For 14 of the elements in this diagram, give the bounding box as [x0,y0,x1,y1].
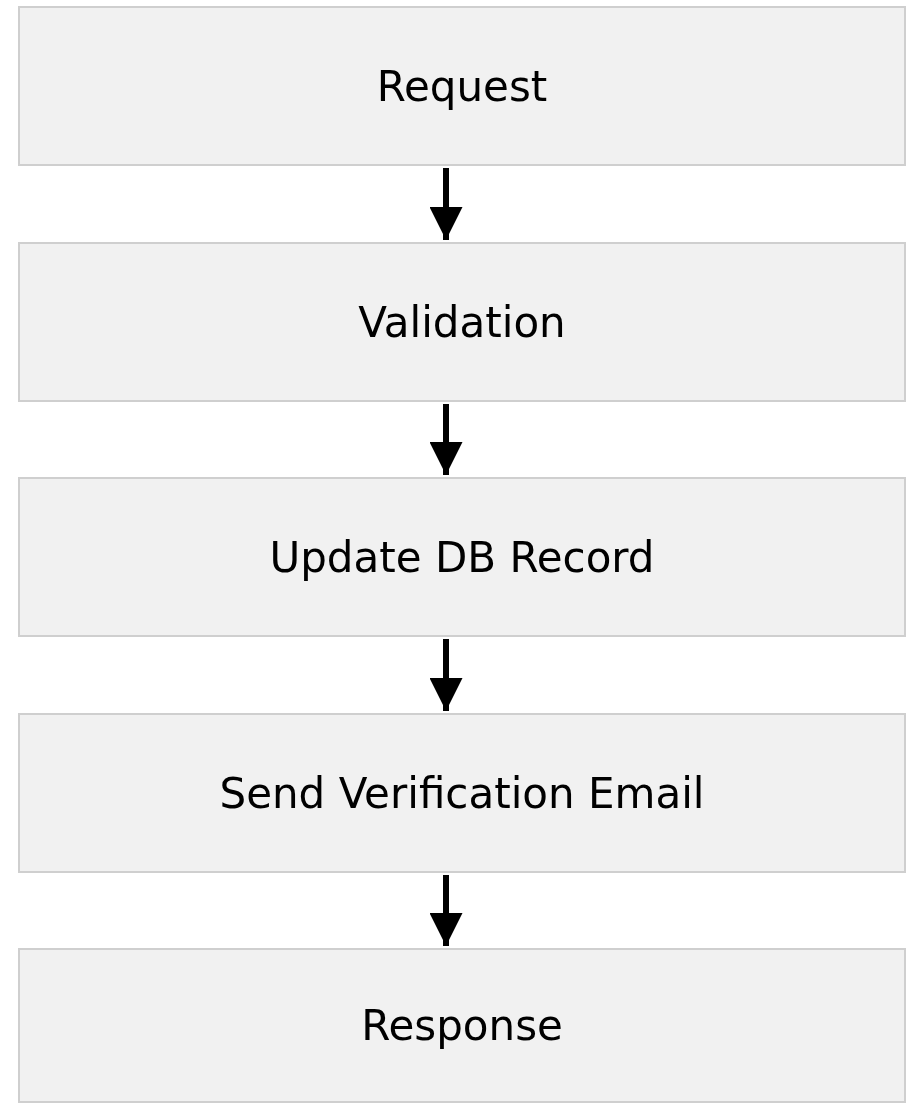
process-box [18,6,906,166]
process-box [18,242,906,402]
arrow [429,875,463,946]
process-box [18,713,906,873]
step-label: Update DB Record [269,532,655,582]
arrow [429,168,463,240]
process-box [18,948,906,1103]
step-label: Send Verification Email [219,768,705,818]
process-box [18,477,906,637]
arrow [429,639,463,711]
step-label: Request [376,61,548,111]
step-label: Response [361,1001,563,1050]
step-label: Validation [358,297,566,347]
arrow [429,404,463,475]
